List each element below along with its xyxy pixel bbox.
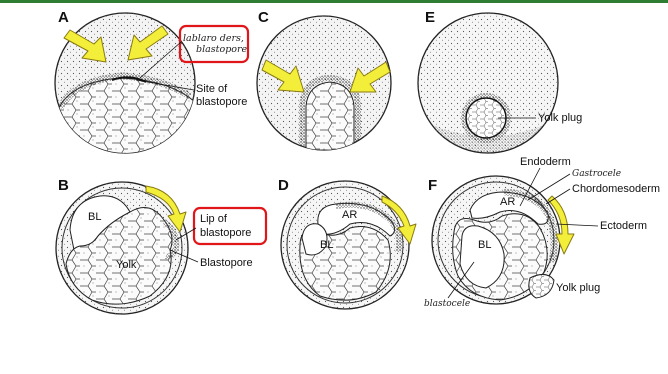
panel-f-yolk-plug	[529, 274, 554, 298]
panel-a-letter: A	[58, 9, 69, 26]
panel-d-ar-label: AR	[342, 209, 357, 221]
panel-b-letter: B	[58, 177, 69, 194]
panel-f-ectoderm-label: Ectoderm	[600, 220, 647, 232]
panel-d: D AR BL	[278, 177, 416, 309]
panel-f-blastocele-label: blastocele	[424, 299, 470, 309]
panel-f-ar-label: AR	[500, 196, 515, 208]
panel-b-yolk-label: Yolk	[116, 259, 137, 271]
panel-d-bl-label: BL	[320, 239, 333, 251]
panel-f: F AR BL Endoderm Gastrocele Chordomesode…	[424, 156, 660, 309]
panel-f-bl-label: BL	[478, 239, 491, 251]
panel-a-site-label-line1: Site of	[196, 83, 228, 95]
panel-c-letter: C	[258, 9, 269, 26]
panel-b: B BL Yolk Lip of blastopore Blastopore	[56, 177, 266, 314]
panel-d-letter: D	[278, 177, 289, 194]
panel-f-gastrocele-pointer	[528, 174, 570, 200]
panel-c-yolk-plug	[306, 82, 354, 150]
top-bar	[0, 0, 668, 3]
panel-b-lip-label-line1: Lip of	[200, 213, 228, 225]
panel-b-bl-label: BL	[88, 211, 101, 223]
panel-f-yolk-plug-label: Yolk plug	[556, 282, 600, 294]
panel-a-handwritten-line1: lablaro ders,	[183, 33, 244, 44]
panel-a-site-label-line2: blastopore	[196, 96, 247, 108]
panel-f-endoderm-label: Endoderm	[520, 156, 571, 168]
panel-e-yolk-plug-label: Yolk plug	[538, 112, 582, 124]
panel-f-letter: F	[428, 177, 437, 194]
panel-a: A lablaro ders, blastopore Site of blast…	[55, 9, 248, 160]
panel-b-blastopore-label: Blastopore	[200, 257, 253, 269]
panel-f-chordomesoderm-label: Chordomesoderm	[572, 183, 660, 195]
panel-e: E Yolk plug	[418, 9, 582, 160]
panel-c: C	[257, 9, 391, 150]
panel-f-gastrocele-label: Gastrocele	[572, 169, 621, 179]
panel-a-handwritten-line2: blastopore	[196, 44, 248, 55]
panel-b-lip-label-line2: blastopore	[200, 227, 251, 239]
panel-e-letter: E	[425, 9, 435, 26]
